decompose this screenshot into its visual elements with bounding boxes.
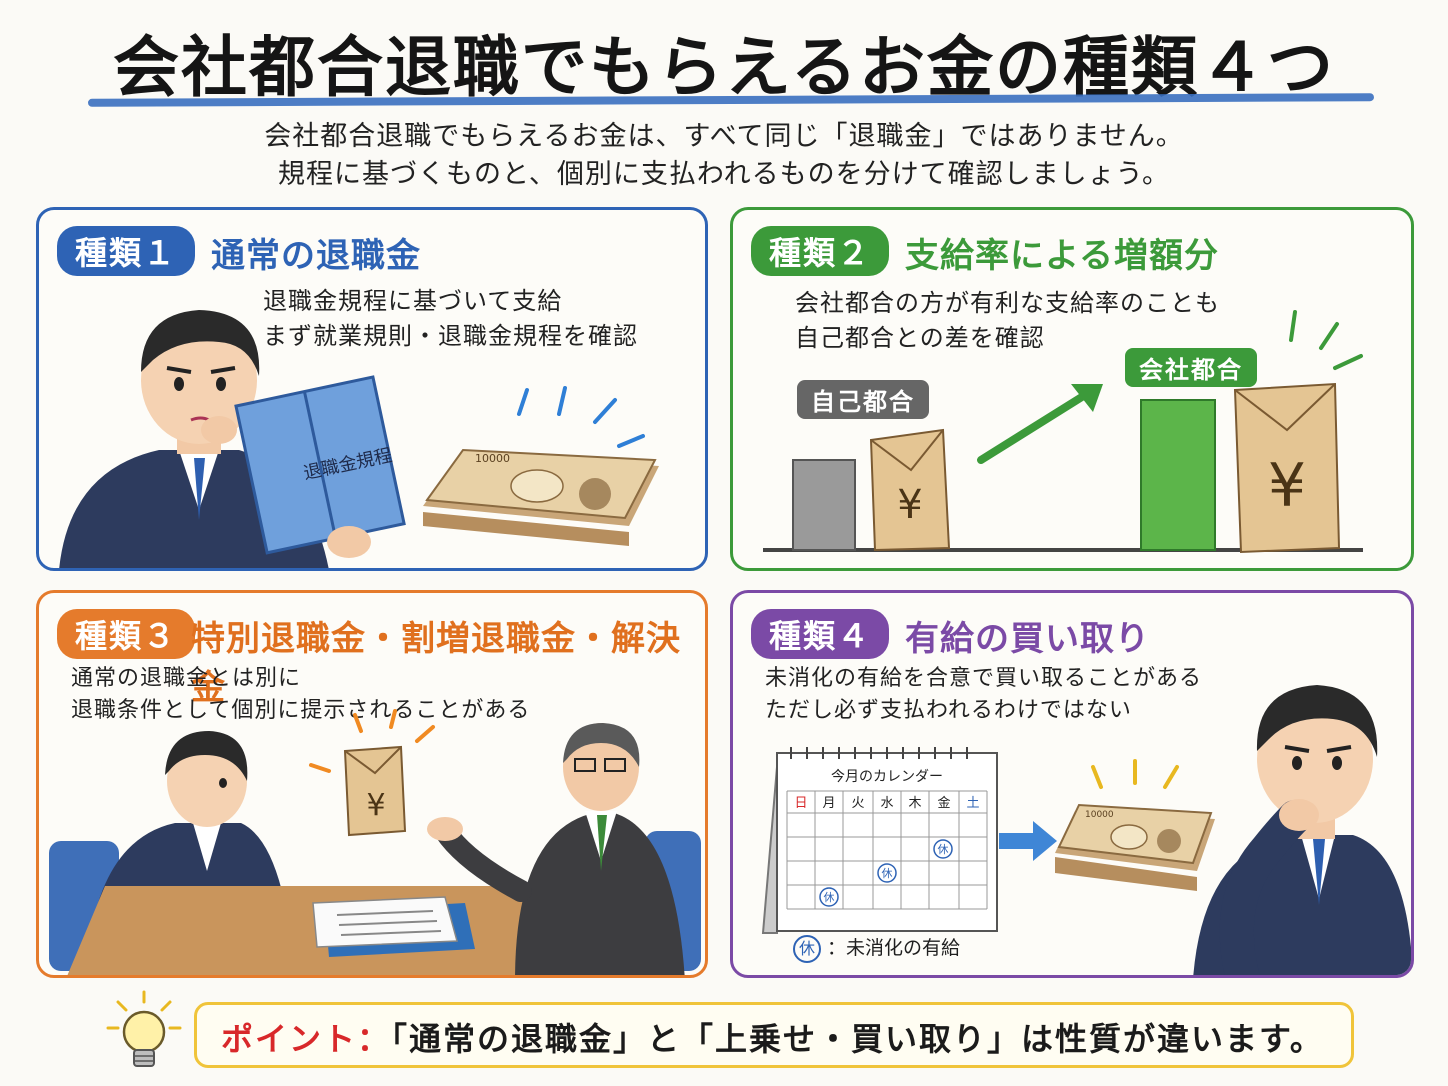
holiday-mark-1: 休 [938, 843, 949, 856]
weekday-2: 火 [851, 796, 864, 811]
legend-text: ：未消化の有給 [827, 937, 961, 959]
card-1-desc-line-2: まず就業規則・退職金規程を確認 [263, 322, 638, 350]
weekday-0: 日 [794, 796, 807, 811]
card-1-heading: 通常の退職金 [211, 236, 421, 276]
money-stack-illustration: 10000 [423, 386, 659, 546]
comparison-illustration: ¥ ¥ [763, 310, 1363, 554]
card-type-2: 種類２ 支給率による増額分 会社都合の方が有利な支給率のことも 自己都合との差を… [730, 207, 1414, 571]
yen-sign-small: ¥ [897, 482, 922, 528]
page-title: 会社都合退職でもらえるお金の種類４つ [112, 29, 1336, 106]
card-2-description: 会社都合の方が有利な支給率のことも 自己都合との差を確認 [795, 286, 1220, 356]
weekday-6: 土 [966, 796, 979, 811]
card-2-badge: 種類２ [751, 226, 890, 276]
weekday-1: 月 [822, 796, 835, 811]
calendar-legend: 休 ：未消化の有給 [793, 933, 960, 963]
card-4-badge: 種類４ [751, 609, 890, 659]
company-bar [1140, 399, 1216, 551]
yen-sign-large: ¥ [1268, 451, 1306, 521]
calendar-illustration: 今月のカレンダー 日月 火 水木 金 土 休 休 休 [761, 747, 998, 934]
point-text: ポイント：「通常の退職金」と「上乗せ・買い取り」は性質が違います。 [221, 1014, 1324, 1060]
holiday-mark-2: 休 [882, 867, 893, 880]
intro-line-2: 規程に基づくものと、個別に支払われるものを分けて確認しましょう。 [278, 159, 1170, 190]
calendar-title: 今月のカレンダー [831, 769, 943, 785]
weekday-3: 水 [880, 796, 893, 811]
negotiation-illustration: ¥ [49, 709, 701, 975]
holiday-legend-icon: 休 [793, 935, 821, 963]
bill-value-label-2: 10000 [1085, 810, 1114, 820]
card-3-badge: 種類３ [57, 609, 196, 659]
card-2-desc-line-2: 自己都合との差を確認 [795, 324, 1045, 352]
man-reading-illustration: 退職金規程 [59, 310, 406, 568]
card-4-heading: 有給の買い取り [905, 619, 1150, 659]
card-3-desc-line-1: 通常の退職金とは別に [71, 666, 302, 691]
card-2-heading: 支給率による増額分 [905, 236, 1219, 276]
card-3-heading: 特別退職金・割増退職金・解決金 [191, 619, 681, 708]
card-4-desc-line-2: ただし必ず支払われるわけではない [765, 698, 1132, 723]
card-4-description: 未消化の有給を合意で買い取ることがある ただし必ず支払われるわけではない [765, 663, 1202, 727]
money-stack-small: 10000 [1055, 759, 1215, 891]
card-type-4: 種類４ 有給の買い取り 未消化の有給を合意で買い取ることがある ただし必ず支払わ… [730, 590, 1414, 978]
weekday-5: 金 [937, 795, 950, 811]
card-1-description: 退職金規程に基づいて支給 まず就業規則・退職金規程を確認 [263, 284, 638, 354]
weekday-4: 木 [908, 796, 921, 811]
point-body: 「通常の退職金」と「上乗せ・買い取り」は性質が違います。 [391, 1020, 1324, 1058]
self-resignation-label: 自己都合 [797, 380, 929, 419]
card-type-3: 種類３ 特別退職金・割増退職金・解決金 通常の退職金とは別に 退職条件として個別… [36, 590, 708, 978]
card-3-desc-line-2: 退職条件として個別に提示されることがある [71, 698, 531, 723]
card-1-badge: 種類１ [57, 226, 196, 276]
company-resignation-label: 会社都合 [1125, 348, 1257, 387]
intro-text: 会社都合退職でもらえるお金は、すべて同じ「退職金」ではありません。 規程に基づく… [0, 118, 1448, 194]
lightbulb-icon [106, 990, 182, 1067]
card-type-1: 種類１ 通常の退職金 退職金規程に基づいて支給 まず就業規則・退職金規程を確認 … [36, 207, 708, 571]
bill-value-label: 10000 [475, 452, 510, 465]
card-2-desc-line-1: 会社都合の方が有利な支給率のことも [795, 289, 1220, 317]
card-4-desc-line-1: 未消化の有給を合意で買い取ることがある [765, 666, 1203, 691]
point-label: ポイント： [221, 1020, 392, 1058]
point-box: ポイント：「通常の退職金」と「上乗せ・買い取り」は性質が違います。 [194, 1002, 1354, 1068]
card-1-desc-line-1: 退職金規程に基づいて支給 [263, 287, 563, 315]
arrow-right-icon [999, 821, 1057, 861]
man-thinking-illustration [1193, 685, 1411, 975]
yen-sign: ¥ [366, 788, 385, 823]
self-bar [792, 459, 856, 551]
holiday-mark-3: 休 [824, 891, 835, 904]
card-3-description: 通常の退職金とは別に 退職条件として個別に提示されることがある [71, 663, 530, 727]
intro-line-1: 会社都合退職でもらえるお金は、すべて同じ「退職金」ではありません。 [264, 121, 1184, 152]
